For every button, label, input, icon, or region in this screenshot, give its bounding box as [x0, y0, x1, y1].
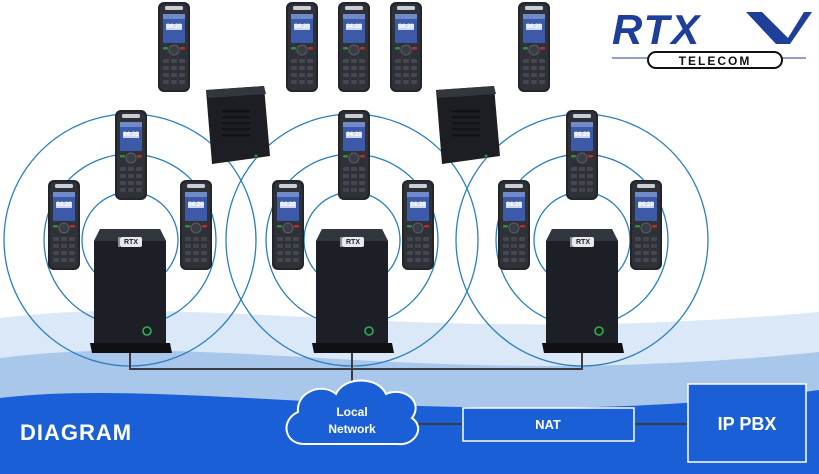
ip-pbx-box [687, 383, 807, 463]
logo-sub-pill [647, 51, 783, 69]
dect-handset-icon [286, 2, 318, 92]
dect-base-station-icon [312, 228, 394, 354]
handset-time: 04:20 [188, 202, 204, 208]
base-station-badge: RTX [124, 239, 138, 246]
cloud-icon [285, 379, 419, 446]
dect-handset-icon [566, 110, 598, 200]
dect-handset-icon [390, 2, 422, 92]
handset-time: 04:20 [506, 202, 522, 208]
nat-label: NAT [535, 417, 561, 432]
diagram-title: DIAGRAM [20, 420, 132, 445]
handset-time: 04:20 [346, 24, 362, 30]
dect-handset-icon [338, 110, 370, 200]
dect-handset-icon [158, 2, 190, 92]
handset-screen-times: 04:20 04:20 04:20 04:20 04:20 04:20 04:2… [56, 24, 654, 208]
dect-handset-icon [498, 180, 530, 270]
nat-box [462, 407, 635, 442]
handset-time: 04:20 [638, 202, 654, 208]
base-station-badge: RTX [346, 239, 360, 246]
dect-handset-icon [518, 2, 550, 92]
rtx-logo: RTX TELECOM [612, 6, 812, 69]
dect-repeater-icon [436, 86, 500, 164]
dect-handset-icon [402, 180, 434, 270]
dect-handset-icon [630, 180, 662, 270]
dect-handset-icon [115, 110, 147, 200]
logo-sub: TELECOM [679, 54, 752, 68]
base-station-badge: RTX [576, 239, 590, 246]
handset-time: 04:20 [410, 202, 426, 208]
handset-time: 04:20 [56, 202, 72, 208]
handset-time: 04:20 [123, 132, 139, 138]
base-badges: RTX RTX RTX [124, 239, 590, 246]
handset-time: 04:20 [398, 24, 414, 30]
dect-base-station-icon [542, 228, 624, 354]
handset-time: 04:20 [574, 132, 590, 138]
top-handsets [158, 2, 550, 92]
handset-time: 04:20 [526, 24, 542, 30]
base-interconnect-line [129, 352, 583, 370]
local-network-label-line1: Local [336, 405, 367, 419]
ip-pbx-label: IP PBX [718, 414, 777, 434]
handset-time: 04:20 [294, 24, 310, 30]
dect-repeater-icon [206, 86, 270, 164]
dect-handset-icon [180, 180, 212, 270]
logo-swoosh-icon [746, 12, 812, 44]
dect-base-station-icon [90, 228, 172, 354]
dect-handset-icon [272, 180, 304, 270]
logo-brand: RTX [612, 6, 702, 53]
dect-handset-icon [48, 180, 80, 270]
handset-time: 04:20 [280, 202, 296, 208]
local-network-label-line2: Network [328, 422, 376, 436]
dect-handset-icon [338, 2, 370, 92]
handset-time: 04:20 [166, 24, 182, 30]
handset-time: 04:20 [346, 132, 362, 138]
